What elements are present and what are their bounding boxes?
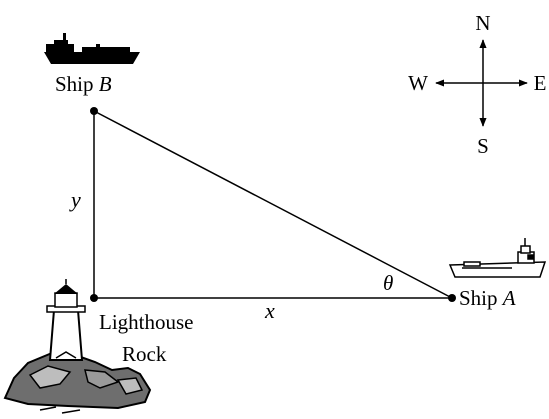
ship-b-icon bbox=[44, 33, 140, 64]
lighthouse-label: Lighthouse bbox=[99, 310, 194, 334]
hypotenuse bbox=[93, 110, 453, 299]
ship-a-point bbox=[448, 294, 456, 302]
lighthouse-point bbox=[90, 294, 98, 302]
rock-label: Rock bbox=[122, 342, 167, 366]
compass-north-label: N bbox=[475, 11, 490, 35]
lighthouse-icon bbox=[3, 279, 152, 414]
compass-rose bbox=[435, 39, 528, 127]
compass-south-label: S bbox=[477, 134, 489, 158]
compass-east-label: E bbox=[534, 71, 547, 95]
ship-b-label: Ship B bbox=[55, 72, 112, 96]
angle-theta-label: θ bbox=[383, 271, 393, 295]
side-x-label: x bbox=[264, 298, 275, 323]
ship-a-label: Ship A bbox=[459, 286, 516, 310]
compass-west-label: W bbox=[408, 71, 428, 95]
ship-b-point bbox=[90, 107, 98, 115]
ship-a-icon bbox=[448, 238, 547, 278]
side-y-label: y bbox=[69, 187, 81, 212]
